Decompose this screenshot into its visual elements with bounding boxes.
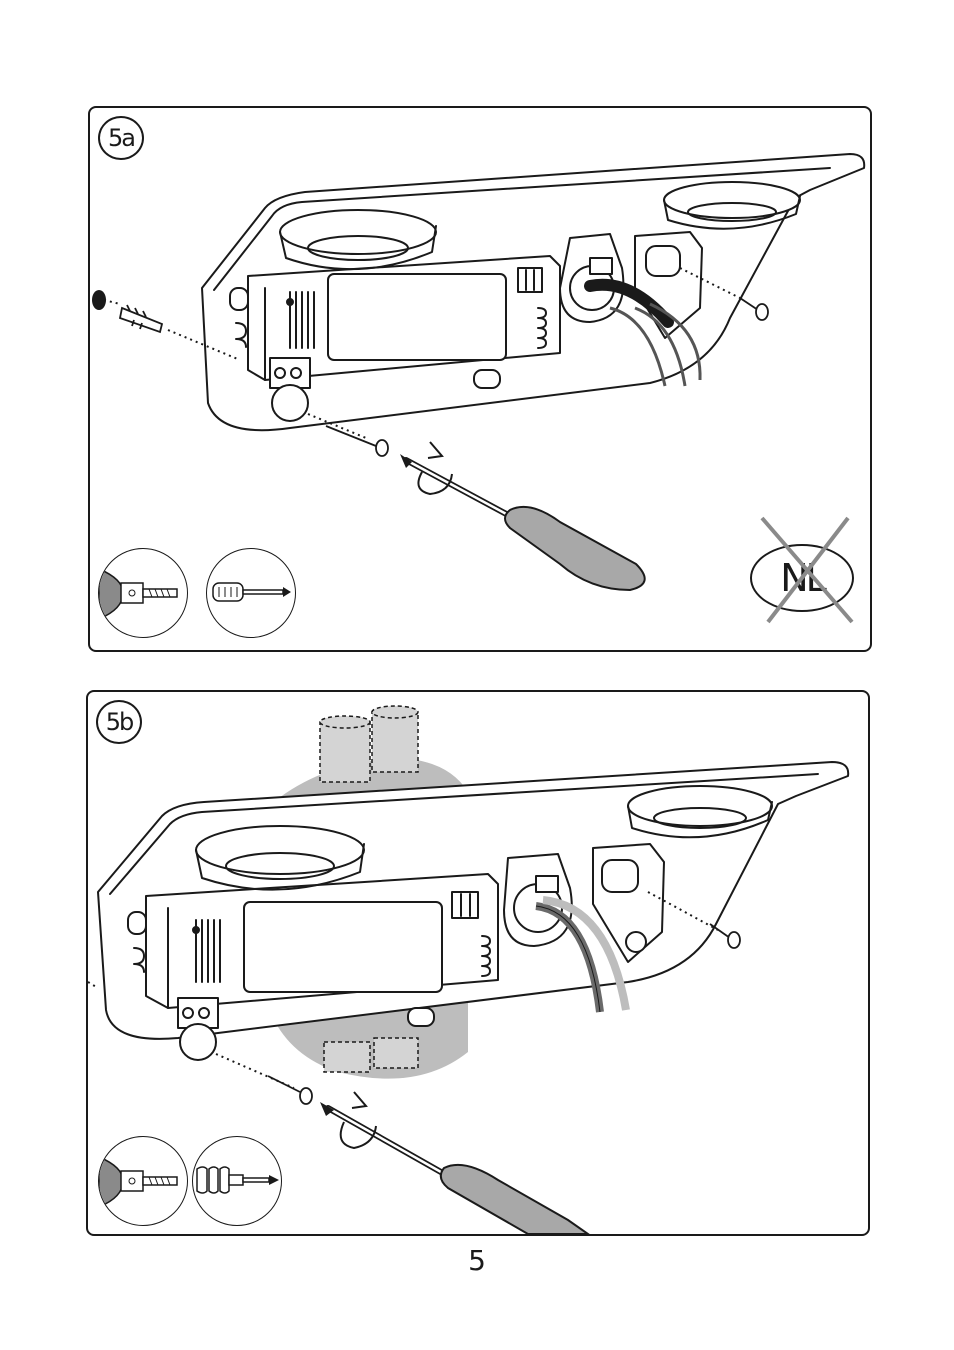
screwdriver-tool-circle	[192, 1136, 282, 1226]
drill-icon	[99, 1137, 187, 1225]
step-badge: 5a	[98, 116, 144, 160]
wall-plug-icon	[120, 305, 162, 332]
screwdriver-icon	[320, 1102, 588, 1234]
screwdriver-icon	[207, 549, 295, 637]
page-number: 5	[0, 1244, 954, 1277]
screwdriver-icon	[193, 1137, 281, 1225]
drill-tool-circle	[98, 1136, 188, 1226]
prohibited-cross-icon	[750, 514, 860, 626]
drill-icon	[99, 549, 187, 637]
step-label: 5a	[108, 124, 134, 152]
screwdriver-tool-circle	[206, 548, 296, 638]
step-panel-5a: 5a NL	[88, 106, 872, 652]
drill-tool-circle	[98, 548, 188, 638]
step-badge: 5b	[96, 700, 142, 744]
step-panel-5b: 5b	[86, 690, 870, 1236]
screwdriver-icon	[400, 454, 645, 590]
step-label: 5b	[106, 708, 133, 736]
